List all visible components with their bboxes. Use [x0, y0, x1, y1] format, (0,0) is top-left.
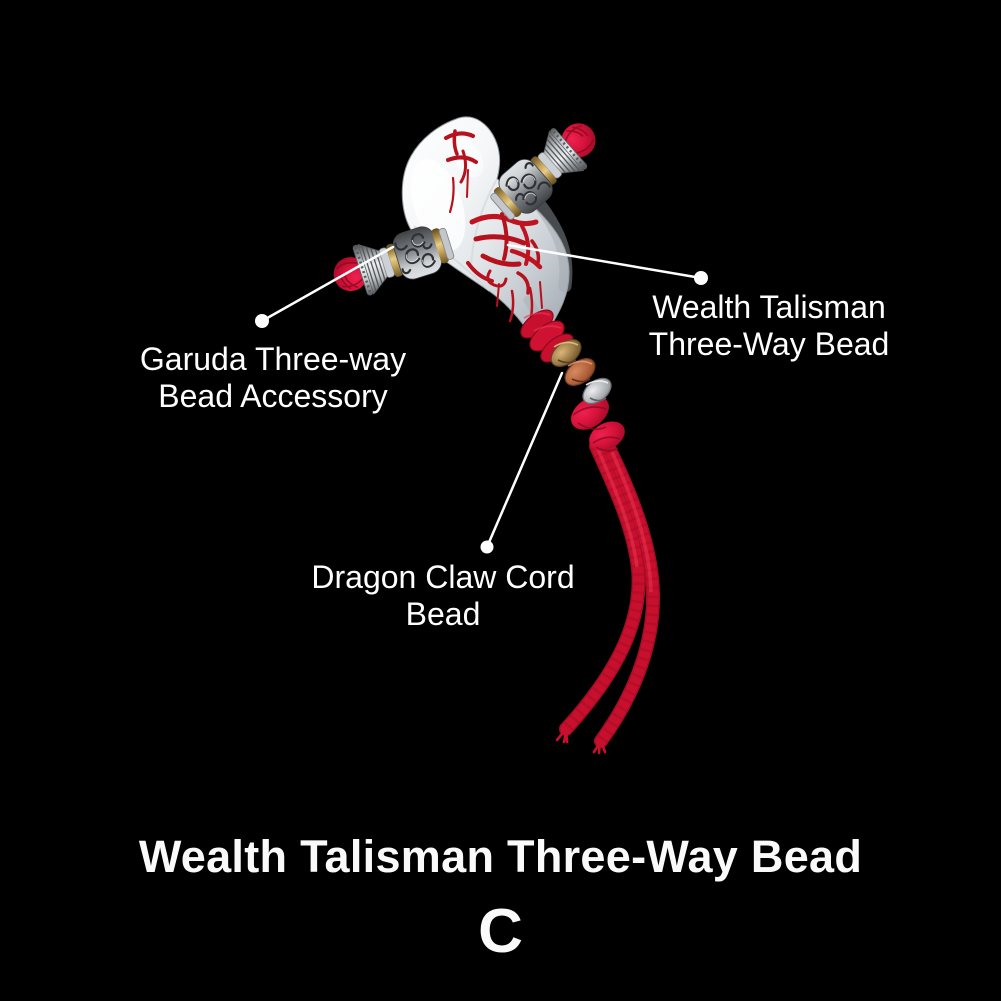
claw-bead-copper [564, 358, 596, 386]
leader-lines [255, 243, 708, 554]
frayed-cord-tips [555, 726, 607, 755]
claw-bead-brass [550, 339, 582, 367]
red-calligraphy [444, 129, 545, 324]
callout-wealth-line2: Three-Way Bead [648, 326, 890, 362]
leader-line-wealth [506, 243, 703, 280]
callout-garuda-accessory: Garuda Three-way Bead Accessory [140, 341, 406, 415]
callout-garuda-line2: Bead Accessory [158, 378, 388, 414]
red-stopper-knot [571, 396, 625, 452]
callout-wealth-line1: Wealth Talisman [652, 289, 886, 325]
product-title: Wealth Talisman Three-Way Bead [138, 831, 863, 882]
dragon-claw-cord-beads [550, 339, 612, 405]
callout-dragon-line1: Dragon Claw Cord [311, 559, 575, 595]
claw-bead-silver [582, 377, 612, 405]
callout-dragon-claw-cord-bead: Dragon Claw Cord Bead [311, 559, 574, 633]
pendant [325, 108, 661, 755]
leader-dot-wealth [694, 271, 708, 285]
callout-dragon-line2: Bead [405, 596, 481, 632]
garuda-accessory-lower [325, 216, 459, 306]
leader-line-garuda [260, 245, 395, 323]
callout-wealth-talisman-bead: Wealth Talisman Three-Way Bead [649, 289, 890, 363]
leader-line-dragon [485, 371, 564, 549]
leader-dot-garuda [255, 314, 269, 328]
variant-letter: C [478, 897, 523, 966]
leader-dot-dragon [480, 540, 494, 554]
cord-knot-and-tassel [555, 396, 661, 755]
callout-garuda-line1: Garuda Three-way [139, 341, 407, 377]
